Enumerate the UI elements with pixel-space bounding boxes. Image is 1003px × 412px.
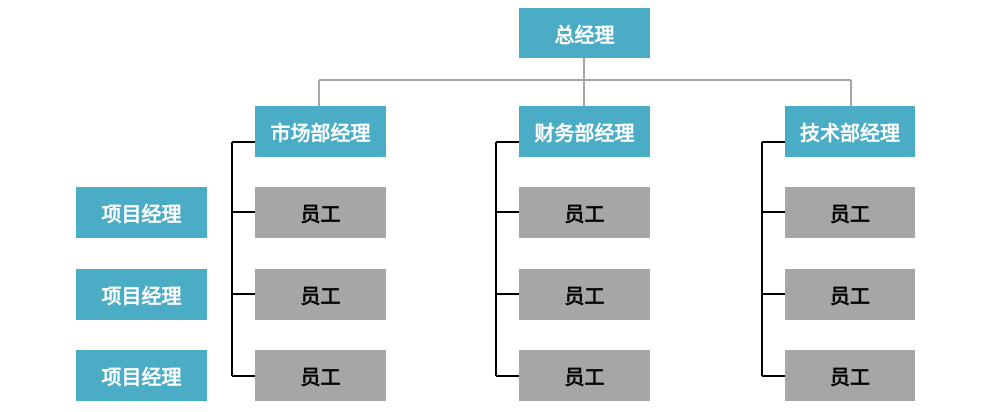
- staff-node: 员工: [255, 187, 386, 238]
- staff-node: 员工: [785, 269, 915, 320]
- project-manager-node: 项目经理: [76, 269, 207, 320]
- dept-manager-node-2: 财务部经理: [519, 106, 650, 157]
- staff-node: 员工: [255, 269, 386, 320]
- staff-node: 员工: [519, 269, 650, 320]
- general-manager-node: 总经理: [519, 8, 650, 58]
- branch-dept-2: [495, 141, 519, 377]
- dept-manager-node-3: 技术部经理: [785, 106, 915, 157]
- branch-dept-1: [231, 141, 255, 377]
- staff-node: 员工: [519, 350, 650, 401]
- staff-node: 员工: [519, 187, 650, 238]
- branch-dept-3: [761, 141, 785, 377]
- staff-node: 员工: [785, 187, 915, 238]
- dept-manager-node-1: 市场部经理: [255, 106, 386, 157]
- staff-node: 员工: [785, 350, 915, 401]
- project-manager-node: 项目经理: [76, 187, 207, 238]
- project-manager-node: 项目经理: [76, 350, 207, 401]
- staff-node: 员工: [255, 350, 386, 401]
